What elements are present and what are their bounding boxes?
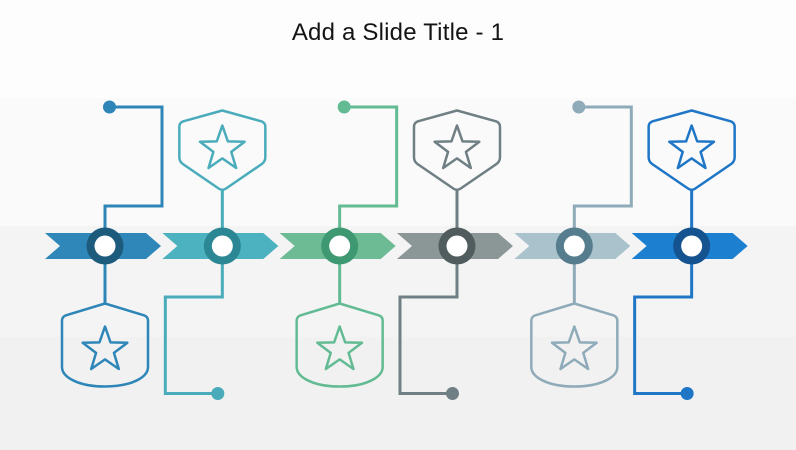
connector-dot (337, 100, 351, 114)
star-badge (60, 302, 150, 388)
timeline-step-2[interactable] (162, 109, 279, 401)
milestone-circle-center (446, 235, 468, 257)
slide-title[interactable]: Add a Slide Title - 1 (291, 19, 505, 46)
milestone-circle-center (211, 235, 233, 257)
star-icon (668, 124, 716, 170)
connector-dot (572, 100, 586, 114)
star-icon (433, 124, 481, 170)
connector-line (103, 105, 164, 228)
milestone-circle-center (563, 235, 585, 257)
star-badge (647, 109, 736, 192)
connector-line (572, 105, 633, 228)
connector-dot (680, 387, 694, 400)
star-icon (316, 325, 364, 371)
connector-line (398, 264, 459, 395)
milestone-circle-center (681, 235, 703, 257)
timeline-step-3[interactable] (279, 100, 399, 388)
connector-line (633, 264, 694, 395)
connector-dot (211, 387, 225, 400)
connector-line (163, 264, 224, 395)
star-icon (81, 325, 129, 371)
star-icon (198, 124, 246, 170)
connector-dot (445, 387, 459, 400)
timeline-step-5[interactable] (514, 100, 633, 388)
milestone-circle-center (329, 235, 351, 257)
star-badge (530, 302, 619, 388)
timeline-step-6[interactable] (631, 109, 748, 401)
milestone-circle-center (94, 235, 116, 257)
connector-line (338, 105, 399, 228)
star-icon (550, 325, 598, 371)
timeline-step-4[interactable] (396, 109, 513, 401)
timeline-step-1[interactable] (45, 100, 164, 388)
connector-dot (103, 100, 116, 114)
star-badge (178, 109, 267, 192)
star-badge (412, 109, 502, 192)
star-badge (295, 302, 384, 388)
background-band-1 (0, 0, 796, 98)
